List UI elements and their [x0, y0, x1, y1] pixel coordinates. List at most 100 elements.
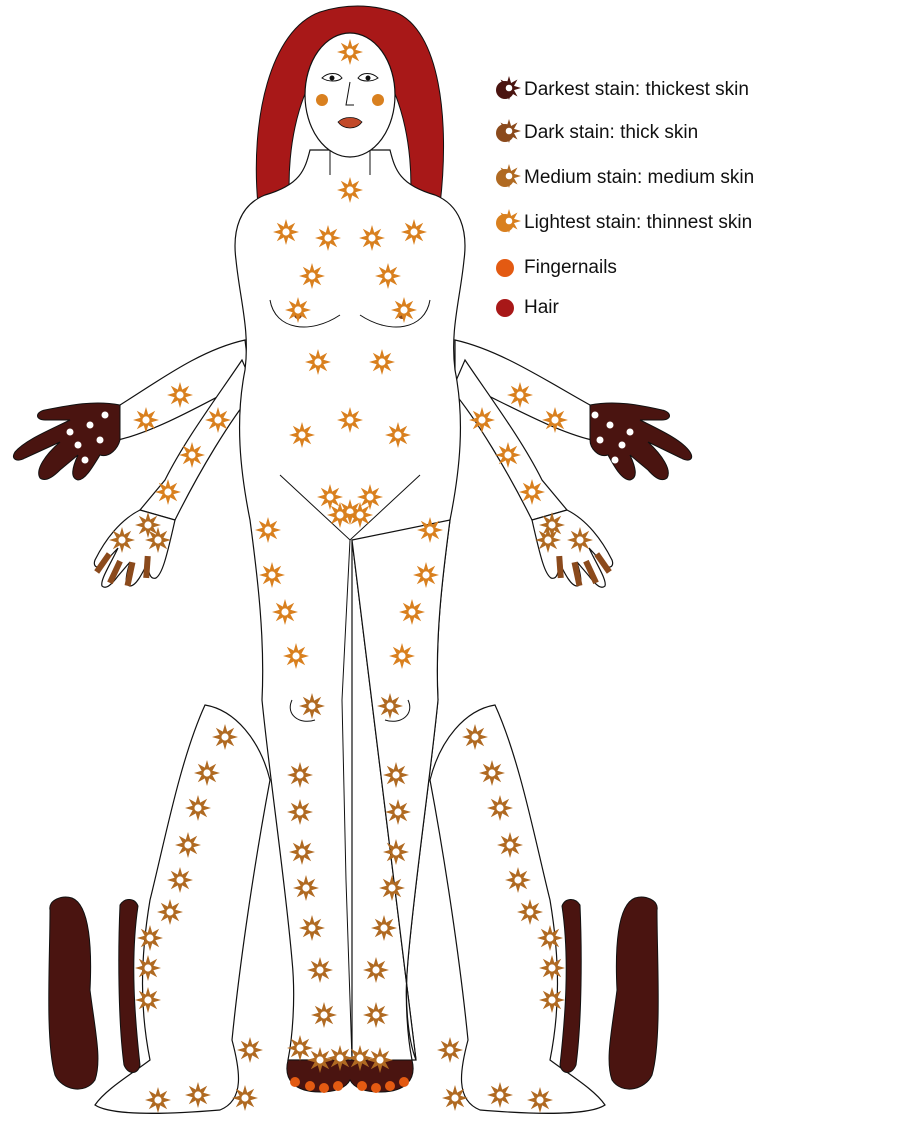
palm-dot	[87, 422, 94, 429]
toe-nail	[371, 1083, 381, 1093]
henna-star	[539, 955, 565, 981]
henna-star	[469, 407, 495, 433]
henna-star	[259, 562, 285, 588]
henna-star	[479, 760, 505, 786]
henna-star	[194, 760, 220, 786]
henna-star	[385, 422, 411, 448]
henna-star	[542, 407, 568, 433]
left-sole	[49, 897, 98, 1089]
toe-nail	[290, 1077, 300, 1087]
henna-star	[442, 1085, 468, 1111]
henna-star	[517, 899, 543, 925]
right-inner-sole	[560, 899, 581, 1072]
henna-star	[337, 177, 363, 203]
henna-star	[155, 479, 181, 505]
henna-star	[185, 795, 211, 821]
henna-star	[145, 527, 171, 553]
henna-star	[507, 382, 533, 408]
legend-item: Hair	[496, 293, 559, 323]
legend-label: Hair	[524, 297, 559, 319]
henna-star	[299, 693, 325, 719]
henna-star	[495, 442, 521, 468]
henna-star	[285, 297, 311, 323]
palm-dot	[67, 429, 74, 436]
henna-star	[537, 925, 563, 951]
legend-star-icon	[496, 163, 522, 189]
henna-star	[417, 517, 443, 543]
henna-star	[401, 219, 427, 245]
palm-dot	[627, 429, 634, 436]
palm-dot	[592, 412, 599, 419]
toe-nail	[399, 1077, 409, 1087]
legend-swatch	[496, 299, 514, 317]
henna-star	[369, 349, 395, 375]
henna-star	[383, 839, 409, 865]
legend-star-icon	[496, 118, 522, 144]
henna-star	[255, 517, 281, 543]
palm-dot	[97, 437, 104, 444]
henna-star	[391, 297, 417, 323]
henna-star	[487, 1082, 513, 1108]
henna-star	[307, 957, 333, 983]
henna-star	[379, 875, 405, 901]
henna-star	[311, 1002, 337, 1028]
right-cheek-dot	[372, 94, 384, 106]
henna-star	[359, 225, 385, 251]
henna-star	[385, 799, 411, 825]
legend-star-icon	[496, 75, 522, 101]
henna-star	[137, 925, 163, 951]
henna-star	[299, 915, 325, 941]
henna-star	[305, 349, 331, 375]
henna-star	[497, 164, 521, 188]
legend-item: Darkest stain: thickest skin	[496, 75, 749, 105]
henna-star	[145, 1087, 171, 1113]
henna-star	[135, 987, 161, 1013]
legend-label: Darkest stain: thickest skin	[524, 79, 749, 101]
henna-star	[205, 407, 231, 433]
henna-star	[399, 599, 425, 625]
henna-star	[299, 263, 325, 289]
toe-nail	[385, 1081, 395, 1091]
henna-star	[347, 1045, 373, 1071]
henna-star	[371, 915, 397, 941]
henna-star	[567, 527, 593, 553]
henna-star	[109, 527, 135, 553]
henna-star	[505, 867, 531, 893]
henna-star	[487, 795, 513, 821]
henna-star	[535, 527, 561, 553]
henna-star	[272, 599, 298, 625]
legend-item: Medium stain: medium skin	[496, 163, 754, 193]
henna-star	[363, 957, 389, 983]
henna-star	[287, 1035, 313, 1061]
legend-label: Fingernails	[524, 257, 617, 279]
toe-nail	[357, 1081, 367, 1091]
henna-star	[462, 724, 488, 750]
henna-star	[287, 799, 313, 825]
henna-star	[167, 867, 193, 893]
henna-star	[497, 832, 523, 858]
henna-star	[437, 1037, 463, 1063]
left-front-hand	[94, 510, 175, 587]
palm-dot	[597, 437, 604, 444]
right-palm-hand	[590, 403, 692, 480]
henna-star	[519, 479, 545, 505]
henna-star	[363, 1002, 389, 1028]
henna-star	[337, 407, 363, 433]
right-front-hand	[532, 510, 613, 587]
legend-item: Dark stain: thick skin	[496, 118, 698, 148]
palm-dot	[612, 457, 619, 464]
henna-star	[377, 693, 403, 719]
henna-star	[179, 442, 205, 468]
henna-star	[337, 39, 363, 65]
legend-swatch	[496, 259, 514, 277]
henna-star	[185, 1082, 211, 1108]
henna-star	[293, 875, 319, 901]
toe-nail	[305, 1081, 315, 1091]
henna-star	[289, 839, 315, 865]
henna-star	[287, 762, 313, 788]
henna-star	[237, 1037, 263, 1063]
toe-nail	[333, 1081, 343, 1091]
henna-star	[289, 422, 315, 448]
henna-star	[527, 1087, 553, 1113]
